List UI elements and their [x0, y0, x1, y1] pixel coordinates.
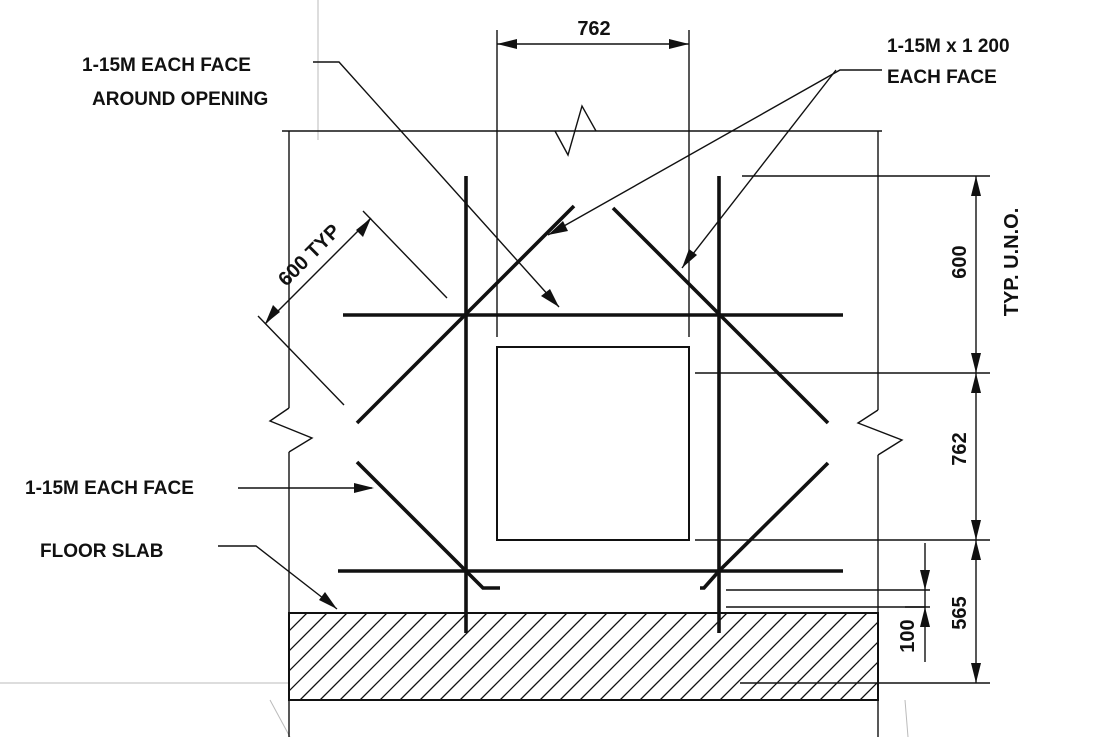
slab-hatch-line — [399, 613, 488, 700]
dimension-right-stack: 600 TYP. U.N.O. 762 565 100 — [695, 175, 1023, 684]
dimension-diag-offset: 600 TYP — [257, 210, 448, 406]
slab-hatch-line — [639, 613, 728, 700]
slab-hatch-line — [319, 613, 408, 700]
slab-hatch-line — [359, 613, 448, 700]
slab-hatch-line — [719, 613, 808, 700]
slab-hatch-line — [419, 613, 508, 700]
slab-hatch-line — [479, 613, 568, 700]
dim-text-opening-to-slab: 565 — [949, 596, 971, 629]
slab-hatch-line — [659, 613, 748, 700]
slab-hatch-line — [200, 613, 287, 700]
slab-hatch-line — [289, 613, 368, 692]
slab-hatch-line — [339, 613, 428, 700]
diagonal-bar-lower-right — [700, 461, 830, 590]
slab-hatch-line — [289, 613, 308, 632]
label-floor-slab: FLOOR SLAB — [40, 541, 164, 562]
slab-hatch-line — [960, 613, 1047, 700]
slab-hatch-line — [439, 613, 528, 700]
slab-hatch-line — [539, 613, 628, 700]
dim-text-opening-height: 762 — [949, 432, 971, 465]
slab-hatch-line — [519, 613, 608, 700]
callout-around-opening: 1-15M EACH FACE AROUND OPENING — [82, 55, 560, 308]
callout-lower-diag: 1-15M EACH FACE — [25, 478, 374, 499]
slab-hatch-line — [499, 613, 588, 700]
callout-floor-slab: FLOOR SLAB — [40, 541, 338, 610]
reinforcing-bars — [338, 176, 843, 633]
slab-hatch-line — [619, 613, 708, 700]
diagonal-bar-lower-left — [355, 460, 500, 590]
slab-hatch-line — [739, 613, 828, 700]
slab-hatch-line — [779, 613, 868, 700]
label-diag-bars-line1: 1-15M x 1 200 — [887, 36, 1010, 57]
callout-diag-bars: 1-15M x 1 200 EACH FACE — [547, 36, 1010, 269]
wall-opening — [496, 346, 690, 541]
slab-hatch-line — [699, 613, 788, 700]
dim-text-slab-cover: 100 — [897, 619, 919, 652]
label-around-opening-line2: AROUND OPENING — [92, 89, 268, 110]
slab-hatch-line — [579, 613, 668, 700]
dim-text-typ-uno: TYP. U.N.O. — [1001, 208, 1023, 317]
label-diag-bars-line2: EACH FACE — [887, 67, 997, 88]
slab-hatch-line — [799, 621, 878, 700]
floor-slab — [200, 612, 1067, 701]
dim-text-opening-width: 762 — [577, 18, 610, 40]
slab-hatch-line — [559, 613, 648, 700]
dimension-opening-width: 762 — [496, 18, 690, 337]
slab-hatch-line — [819, 641, 878, 700]
slab-hatch-line — [980, 613, 1067, 700]
slab-hatching — [200, 613, 1067, 700]
slab-hatch-line — [379, 613, 468, 700]
slab-hatch-line — [299, 613, 388, 700]
background-guides — [0, 0, 909, 737]
slab-hatch-line — [289, 613, 328, 652]
slab-hatch-line — [839, 661, 878, 700]
label-around-opening-line1: 1-15M EACH FACE — [82, 55, 251, 76]
slab-hatch-line — [459, 613, 548, 700]
slab-hatch-line — [289, 613, 348, 672]
slab-hatch-line — [679, 613, 768, 700]
diagonal-bar-upper-right — [611, 206, 830, 425]
slab-hatch-line — [859, 681, 878, 700]
slab-hatch-line — [599, 613, 688, 700]
slab-hatch-line — [759, 613, 848, 700]
diagonal-bar-upper-left — [355, 204, 576, 425]
wall-outline — [268, 104, 904, 737]
label-lower-diag: 1-15M EACH FACE — [25, 478, 194, 499]
dim-text-upper-spacing: 600 — [949, 245, 971, 278]
